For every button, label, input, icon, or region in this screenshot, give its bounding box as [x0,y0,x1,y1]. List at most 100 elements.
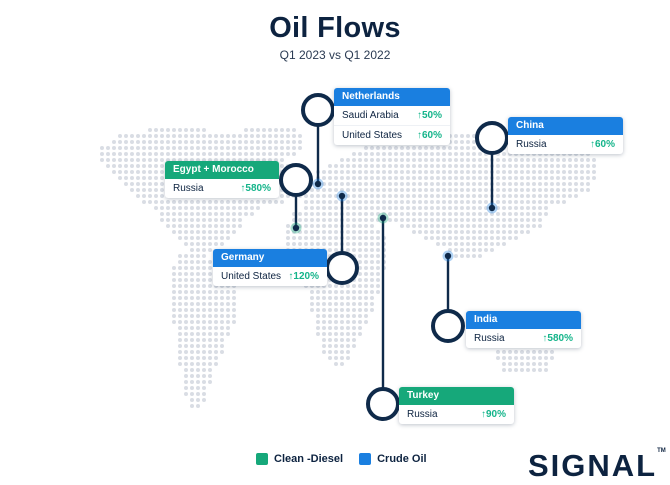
map-dot [334,320,338,324]
map-dot [190,230,194,234]
map-dot [220,296,224,300]
map-dot [424,158,428,162]
map-dot [466,248,470,252]
map-dot [298,218,302,222]
map-dot [454,248,458,252]
map-dot [340,362,344,366]
map-dot [586,176,590,180]
map-dot [514,356,518,360]
source-country: Saudi Arabia [342,110,399,121]
map-dot [418,164,422,168]
map-dot [130,182,134,186]
map-dot [508,356,512,360]
map-dot [196,266,200,270]
map-dot [520,200,524,204]
map-dot [346,314,350,318]
map-dot [556,176,560,180]
map-dot [382,158,386,162]
map-dot [556,200,560,204]
map-dot [226,332,230,336]
map-dot [514,176,518,180]
map-dot [472,182,476,186]
map-dot [142,140,146,144]
map-dot [412,194,416,198]
map-dot [406,212,410,216]
map-dot [538,170,542,174]
map-dot [400,188,404,192]
map-dot [136,182,140,186]
map-dot [118,146,122,150]
map-dot [196,326,200,330]
map-dot [490,230,494,234]
map-dot [418,176,422,180]
map-dot [244,200,248,204]
map-dot [196,260,200,264]
map-dot [316,302,320,306]
map-dot [550,182,554,186]
map-dot [502,242,506,246]
map-dot [352,182,356,186]
callout-row: Russia ↑60% [508,135,623,154]
map-dot [454,212,458,216]
map-dot [352,200,356,204]
map-dot [238,134,242,138]
map-dot [562,182,566,186]
map-dot [550,200,554,204]
map-dot [220,218,224,222]
map-dot [448,248,452,252]
map-dot [346,182,350,186]
map-dot [550,188,554,192]
map-dot [382,164,386,168]
map-dot [214,140,218,144]
source-country: United States [221,271,282,282]
map-dot [382,182,386,186]
map-dot [334,296,338,300]
map-dot [358,176,362,180]
map-dot [328,230,332,234]
map-dot [148,170,152,174]
map-dot [208,230,212,234]
map-dot [418,188,422,192]
map-dot [232,296,236,300]
map-dot [346,242,350,246]
map-dot [478,176,482,180]
map-dot [400,170,404,174]
map-dot [472,212,476,216]
map-dot [154,134,158,138]
map-dot [208,332,212,336]
map-dot [574,194,578,198]
map-dot [340,188,344,192]
map-dot [370,248,374,252]
map-dot [496,206,500,210]
map-dot [496,200,500,204]
map-dot [334,170,338,174]
map-dot [382,194,386,198]
map-dot [472,248,476,252]
map-dot [358,200,362,204]
map-dot [184,212,188,216]
callout-netherlands: Netherlands Saudi Arabia ↑50% United Sta… [334,88,450,145]
map-dot [304,224,308,228]
map-dot [208,152,212,156]
map-dot [160,182,164,186]
map-dot [394,158,398,162]
map-dot [298,134,302,138]
map-dot [520,212,524,216]
map-dot [346,200,350,204]
map-dot [346,308,350,312]
map-dot [526,230,530,234]
map-pins [279,93,509,421]
map-dot [484,194,488,198]
map-dot [466,140,470,144]
map-dot [352,176,356,180]
map-dot [250,206,254,210]
map-dot [346,230,350,234]
map-dot [202,392,206,396]
map-dot [508,176,512,180]
map-dot [568,170,572,174]
map-dot [214,320,218,324]
map-dot [268,146,272,150]
map-dot [364,296,368,300]
map-dot [316,230,320,234]
map-dot [436,152,440,156]
